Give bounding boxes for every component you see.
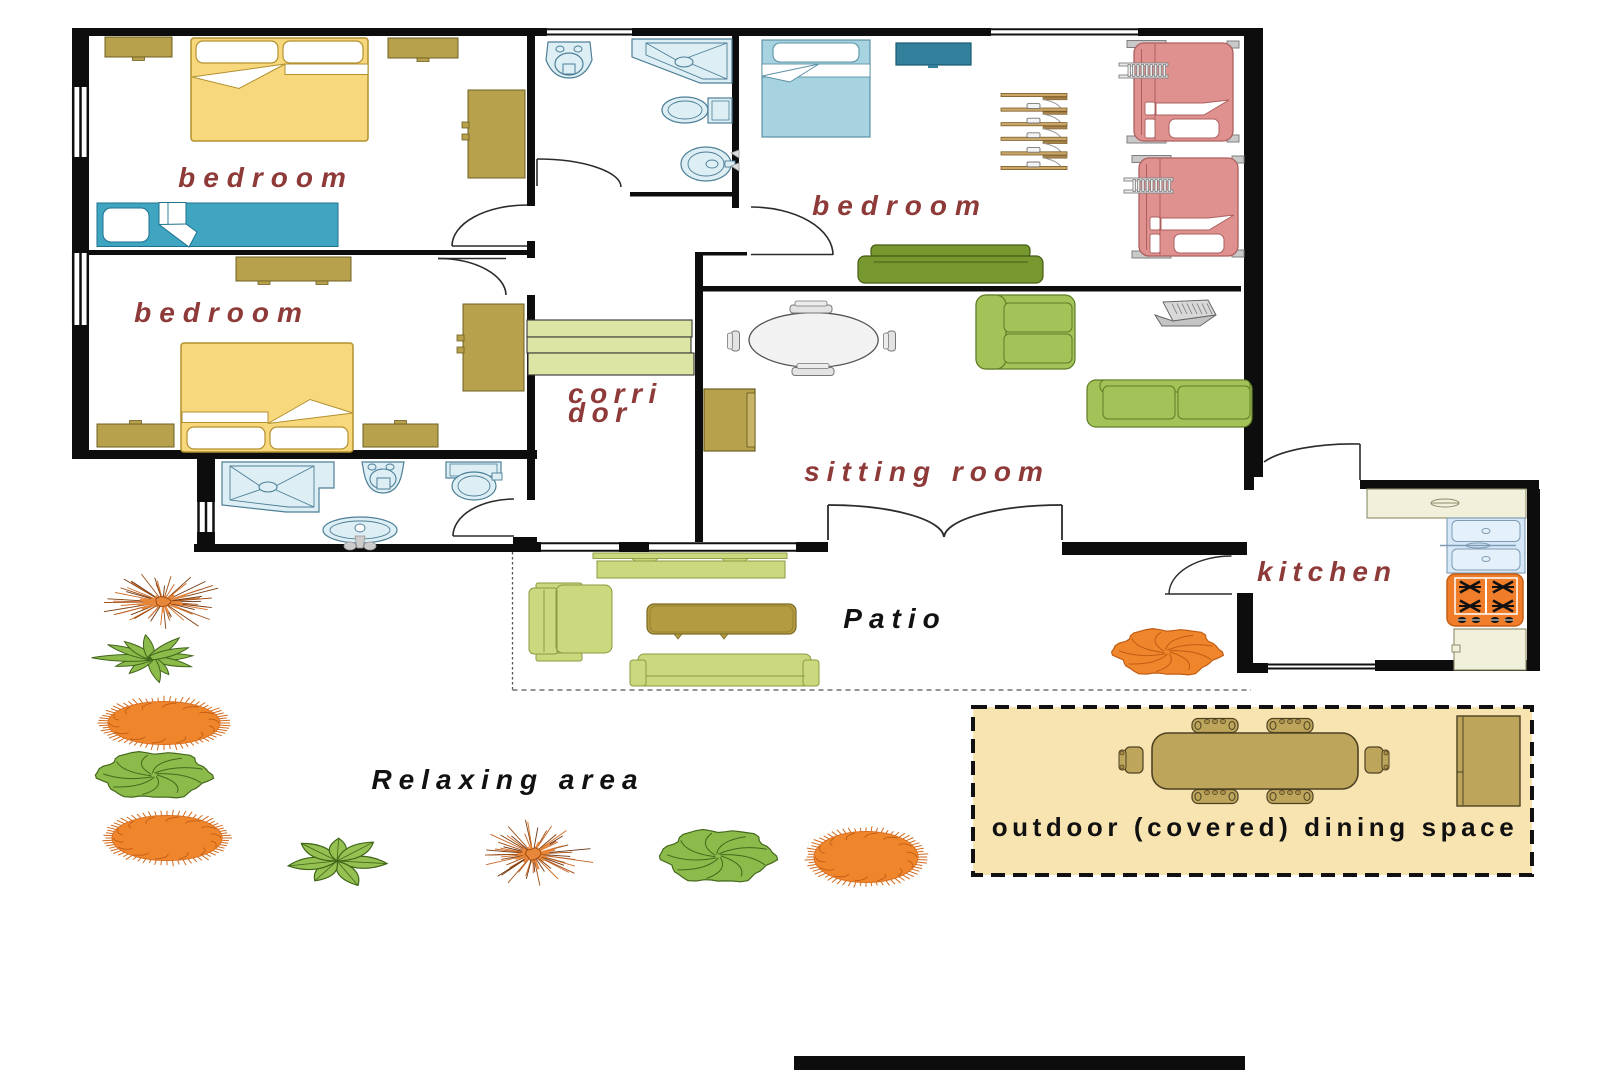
svg-text:bedroom: bedroom (134, 297, 310, 328)
svg-text:Relaxing area: Relaxing area (371, 764, 644, 795)
svg-text:kitchen: kitchen (1257, 556, 1397, 587)
svg-text:Patio: Patio (843, 603, 946, 634)
svg-text:dor: dor (568, 397, 633, 428)
svg-text:bedroom: bedroom (812, 190, 988, 221)
svg-text:outdoor (covered) dining space: outdoor (covered) dining space (992, 812, 1519, 842)
svg-text:bedroom: bedroom (178, 162, 354, 193)
svg-text:sitting room: sitting room (804, 456, 1050, 487)
